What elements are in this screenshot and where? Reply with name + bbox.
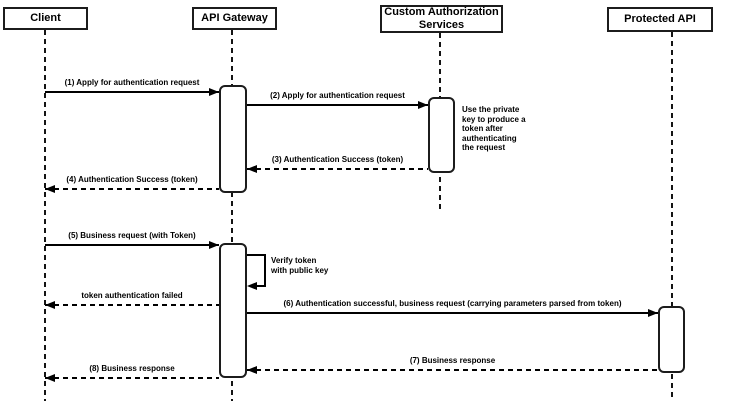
actor-custom-authorization-services-label: Custom Authorization Services [384,6,499,31]
message-7-label: (7) Business response [409,356,496,365]
message-6-label: (6) Authentication successful, business … [283,299,622,308]
message-5-line [45,244,219,246]
message-verify-token-label: Verify token with public key [271,256,329,275]
actor-custom-authorization-services: Custom Authorization Services [380,5,503,33]
actor-client-label: Client [30,12,61,25]
actor-protected-api-label: Protected API [624,13,696,26]
note-private-key: Use the private key to produce a token a… [462,105,526,152]
actor-api-gateway-label: API Gateway [201,12,268,25]
arrowhead-right-icon [209,241,219,249]
arrowhead-left-icon [247,366,257,374]
message-2-line [247,104,428,106]
message-3-line [247,168,428,170]
message-token-auth-failed-line [45,304,219,306]
arrowhead-left-icon [45,301,55,309]
lifeline-client [44,30,46,401]
arrowhead-right-icon [648,309,658,317]
message-4-label: (4) Authentication Success (token) [66,175,198,184]
activation-api-gateway-auth [219,85,247,193]
activation-protected-api [658,306,685,373]
actor-api-gateway: API Gateway [192,7,277,30]
message-3-label: (3) Authentication Success (token) [271,155,404,164]
message-6-line [247,312,658,314]
arrowhead-right-icon [418,101,428,109]
message-5-label: (5) Business request (with Token) [68,231,196,240]
message-7-line [247,369,658,371]
lifeline-api-gateway [231,30,233,401]
actor-protected-api: Protected API [607,7,713,32]
self-message-top-line [247,254,266,256]
arrowhead-right-icon [209,88,219,96]
arrowhead-left-icon [45,185,55,193]
actor-client: Client [3,7,88,30]
message-token-auth-failed-label: token authentication failed [81,291,183,300]
self-message-bottom-line [257,285,266,287]
message-1-line [45,91,219,93]
activation-custom-authorization-services [428,97,455,173]
message-2-label: (2) Apply for authentication request [270,91,405,100]
activation-api-gateway-business [219,243,247,378]
arrowhead-left-icon [247,282,257,290]
lifeline-protected-api [671,32,673,401]
message-4-line [45,188,219,190]
self-message-right-line [264,254,266,287]
arrowhead-left-icon [247,165,257,173]
message-8-label: (8) Business response [89,364,175,373]
message-8-line [45,377,219,379]
message-1-label: (1) Apply for authentication request [64,78,200,87]
arrowhead-left-icon [45,374,55,382]
